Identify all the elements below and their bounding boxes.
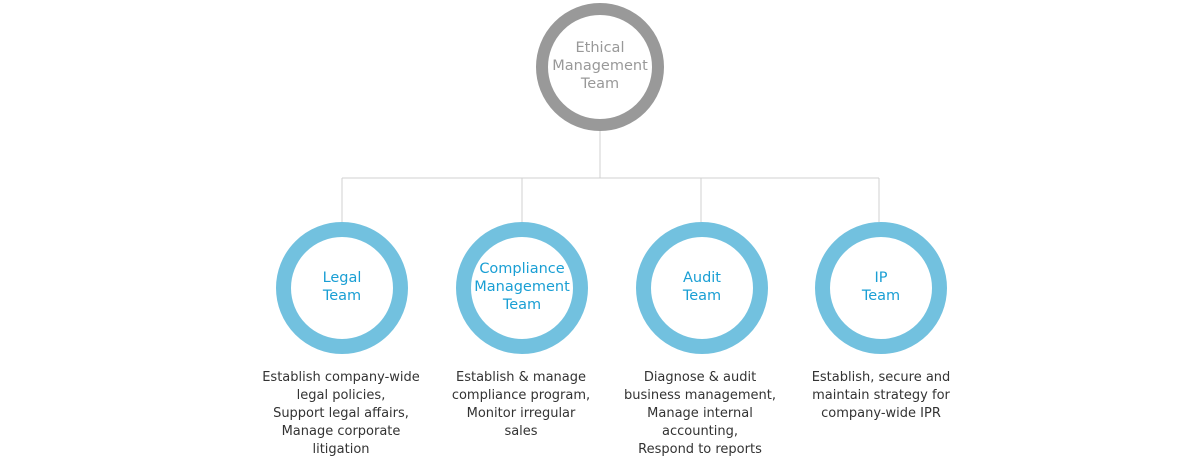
audit-team-description: Diagnose & audit business management, Ma… xyxy=(623,370,776,457)
legal-team-label: Legal Team xyxy=(322,270,362,304)
compliance-management-team-description: Establish & manage compliance program, M… xyxy=(451,370,591,439)
audit-team-label: Audit Team xyxy=(682,270,722,304)
ip-team-description: Establish, secure and maintain strategy … xyxy=(811,370,951,421)
ip-team-label: IP Team xyxy=(861,270,901,304)
audit-team-node: Audit Team xyxy=(636,222,768,354)
legal-team-node: Legal Team xyxy=(276,222,408,354)
legal-team-description: Establish company-wide legal policies, S… xyxy=(262,370,420,457)
ethical-management-team-node: Ethical Management Team xyxy=(536,3,664,131)
ip-team-node: IP Team xyxy=(815,222,947,354)
compliance-management-team-node: Compliance Management Team xyxy=(456,222,588,354)
ethical-management-team-label: Ethical Management Team xyxy=(552,40,648,92)
compliance-management-team-label: Compliance Management Team xyxy=(474,261,570,313)
